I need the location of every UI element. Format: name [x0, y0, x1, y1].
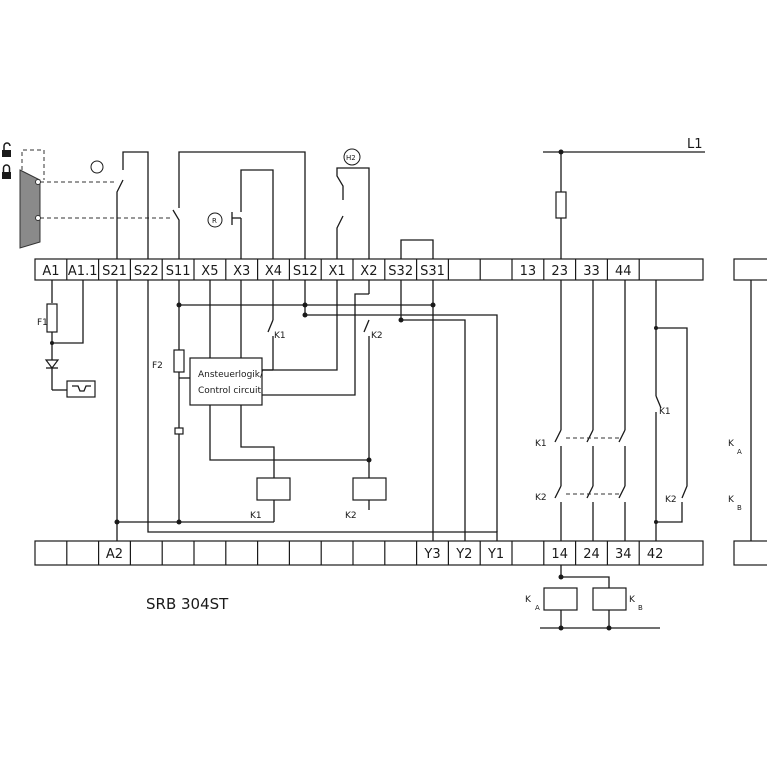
top-terminal-label: S21: [102, 264, 127, 279]
label-ka: K: [525, 595, 532, 605]
reset-button-symbol: R: [207, 212, 223, 228]
top-strip-dividers: [66, 259, 640, 280]
bottom-terminal-label: 42: [647, 547, 664, 562]
label-kb-ext-sub: B: [737, 504, 742, 512]
top-terminal-label: X2: [360, 264, 377, 279]
reset-label: R: [212, 217, 217, 225]
label-f2: F2: [152, 361, 163, 371]
h2-label: H2: [346, 154, 356, 162]
lock-open-icon: [2, 142, 11, 157]
top-terminal-label: X4: [265, 264, 282, 279]
label-f1: F1: [37, 318, 48, 328]
door-position-symbol: [90, 160, 104, 174]
bottom-terminal-label: 14: [551, 547, 568, 562]
bottom-terminal-strip: A2 Y3 Y2 Y1 14 24 34 42: [34, 540, 704, 566]
bottom-strip-labels: A2 Y3 Y2 Y1 14 24 34 42: [106, 547, 663, 562]
internal-wiring: [44, 280, 752, 541]
lock-closed-icon: [2, 164, 11, 179]
label-k1-coil: K1: [250, 511, 262, 521]
bottom-terminal-label: 24: [583, 547, 600, 562]
label-kb: K: [629, 595, 636, 605]
coil-k1: [256, 477, 291, 501]
label-kb-sub: B: [638, 604, 643, 612]
label-ka-ext: K: [728, 439, 735, 449]
label-k2-coil: K2: [345, 511, 357, 521]
label-ka-ext-sub: A: [737, 448, 742, 456]
label-k1-contact: K1: [274, 331, 286, 341]
bottom-terminal-label: Y2: [455, 547, 472, 562]
coil-kb: [592, 587, 627, 611]
fuse-f1: [46, 303, 58, 333]
label-k2-nc: K2: [665, 495, 677, 505]
model-label: SRB 304ST: [146, 595, 229, 613]
top-terminal-label: S31: [420, 264, 445, 279]
top-terminal-strip: A1 A1.1 S21 S22 S11 X5 X3 X4 S12 X1 X2 S32 S31 13 23 33…: [34, 258, 704, 281]
l1-label: L1: [687, 137, 703, 152]
label-ka-sub: A: [535, 604, 540, 612]
top-terminal-label: 13: [520, 264, 537, 279]
bottom-strip-dividers: [66, 541, 640, 565]
bottom-strip-frame: [34, 540, 704, 566]
top-terminal-label: S11: [166, 264, 191, 279]
fuse-f2-element: [174, 427, 184, 435]
bottom-terminal-label: 34: [615, 547, 632, 562]
bottom-terminal-label: A2: [106, 547, 123, 562]
external-load: K A K B: [525, 565, 660, 631]
extension-terminal-bottom: [733, 540, 767, 566]
top-strip-labels: A1 A1.1 S21 S22 S11 X5 X3 X4 S12 X1 X2 S32 S31 13 23 33…: [42, 264, 631, 279]
top-terminal-label: 23: [551, 264, 568, 279]
top-terminal-label: X1: [329, 264, 346, 279]
l1-fuse: [555, 191, 567, 219]
top-terminal-label: S12: [293, 264, 318, 279]
top-terminal-label: A1.1: [68, 264, 98, 279]
control-circuit-block: Ansteuerlogik/ Control circuit: [189, 357, 264, 406]
label-k2-contact: K2: [371, 331, 383, 341]
label-kb-ext: K: [728, 495, 735, 505]
undervoltage-block: [66, 380, 96, 398]
top-terminal-label: S22: [134, 264, 159, 279]
coil-k2: [352, 477, 387, 501]
control-circuit-line1: Ansteuerlogik/: [198, 370, 264, 380]
bottom-terminal-label: Y1: [487, 547, 504, 562]
extension-terminal-top: [733, 258, 767, 281]
label-k1-output: K1: [535, 439, 547, 449]
top-terminal-label: S32: [388, 264, 413, 279]
top-terminal-label: A1: [42, 264, 59, 279]
l1-supply: L1: [543, 137, 705, 259]
control-circuit-line2: Control circuit: [198, 386, 261, 396]
label-k2-output: K2: [535, 493, 547, 503]
top-terminal-label: X5: [201, 264, 218, 279]
top-terminal-label: X3: [233, 264, 250, 279]
bottom-terminal-label: Y3: [423, 547, 440, 562]
top-terminal-label: 33: [583, 264, 600, 279]
external-contacts: [116, 151, 434, 259]
fuse-f2: [173, 349, 185, 373]
coil-ka: [543, 587, 578, 611]
label-k1-nc: K1: [659, 407, 671, 417]
top-terminal-label: 44: [615, 264, 632, 279]
h2-symbol: H2: [343, 148, 361, 166]
